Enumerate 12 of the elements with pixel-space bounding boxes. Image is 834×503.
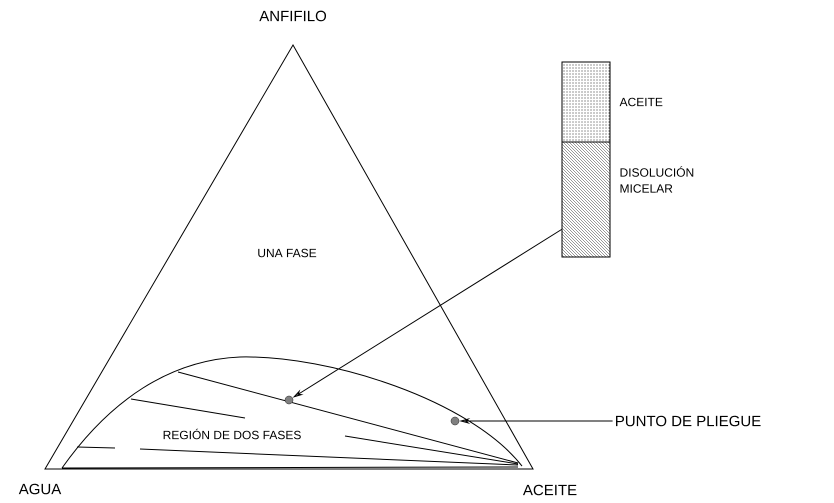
layer-label: ACEITE [620, 98, 662, 106]
label: AGUA [18, 484, 62, 494]
tube-layer [562, 62, 610, 142]
label: ANFIFILO [259, 10, 326, 22]
callout-text: PUNTO DE PLIEGUE [616, 416, 761, 426]
layer-label: DISOLUCIÓN MICELAR [620, 166, 694, 193]
label: REGIÓN DE DOS FASES [164, 428, 301, 440]
tube-layer [562, 142, 610, 258]
point-marker [284, 396, 294, 404]
label: ACEITE [522, 484, 576, 496]
point-marker [450, 416, 460, 426]
label: UNA FASE [258, 248, 316, 258]
